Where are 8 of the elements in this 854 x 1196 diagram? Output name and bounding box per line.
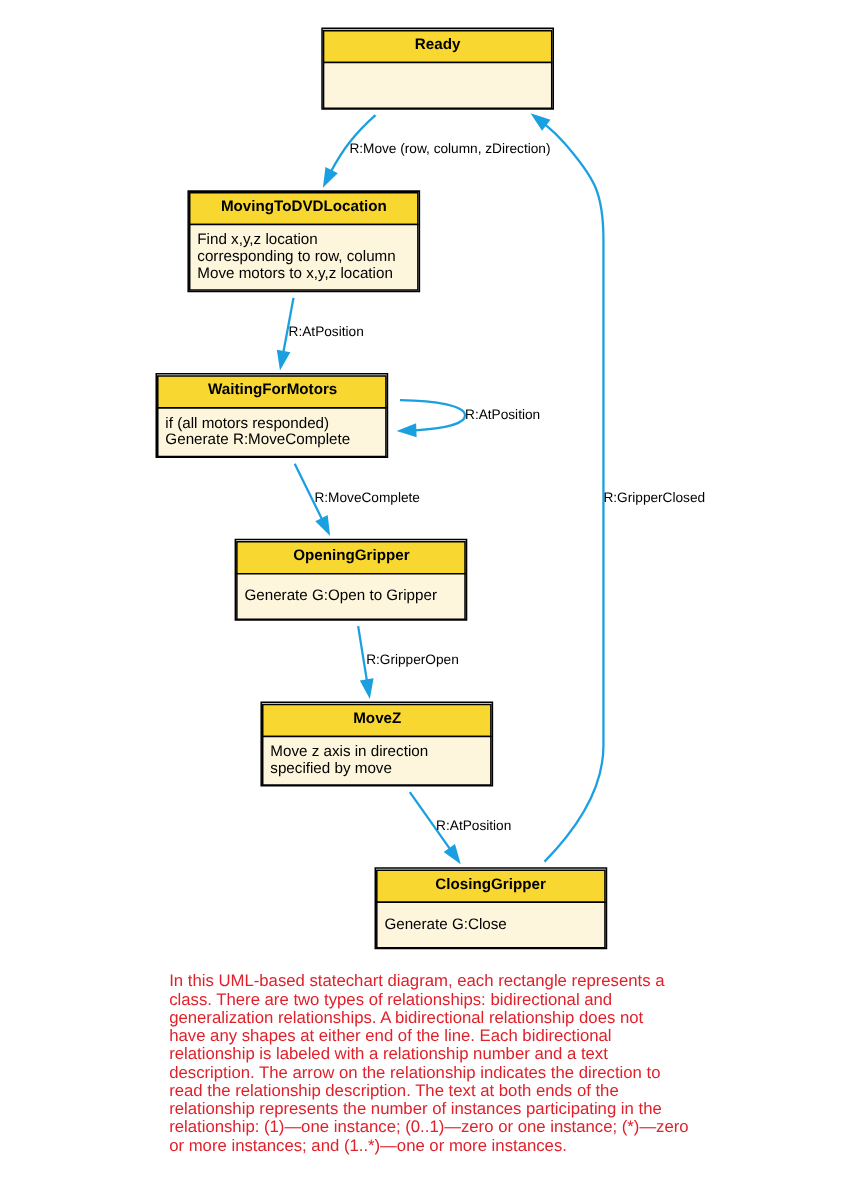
arrow	[396, 399, 467, 438]
caption: In this UML-based statechart diagram, each rectangle represents a class. There are two types of relationships: bidirectional and generalization relationships. A bidirectional relationship does not have any shapes at either end of the line. Each bidirectional relationship is labeled with a relationship number and a text description. The arrow on the relationship indicates the direction to read the relationship description. The text at both ends of the relationship represents the number of instances participating in the relationship: (1)—one instance; (0..1)—zero or one instance; (*)—zero or more instances; and (1..*)—one or more instances.	[169, 970, 689, 1155]
arrow	[322, 114, 377, 188]
arrow	[293, 463, 331, 536]
arrow	[530, 113, 605, 863]
arrow	[408, 791, 461, 865]
arrow	[276, 297, 295, 371]
arrow	[357, 626, 374, 699]
